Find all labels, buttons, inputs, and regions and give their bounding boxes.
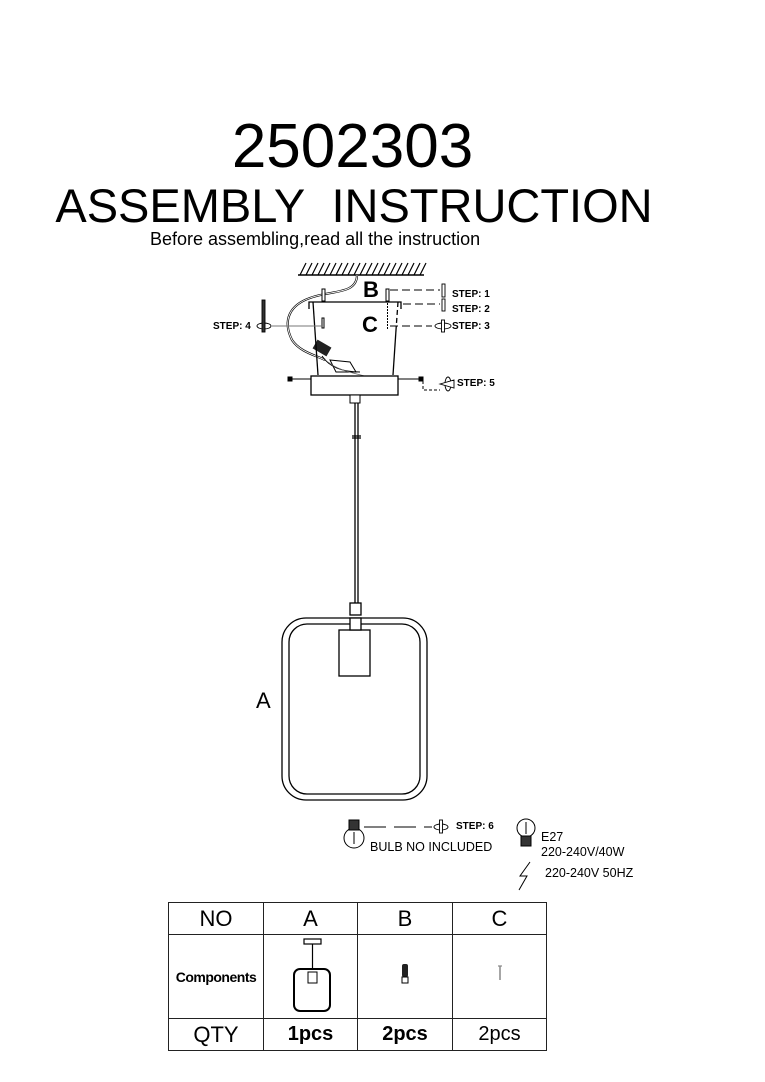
ceiling-hatch-icon	[298, 262, 427, 276]
header-cell: C	[452, 902, 547, 935]
qty-label: QTY	[168, 1018, 264, 1051]
qty-b: 2pcs	[357, 1018, 453, 1051]
hatch-stroke	[377, 262, 385, 276]
parts-table: NO A B C Components QTY	[168, 902, 547, 1051]
part-label-b: B	[363, 277, 379, 302]
hatch-stroke	[305, 262, 313, 276]
hatch-stroke	[299, 262, 307, 276]
hatch-stroke	[401, 262, 409, 276]
step-4-label: STEP: 4	[213, 321, 251, 332]
step-5-label: STEP: 5	[457, 378, 495, 389]
hatch-stroke	[353, 262, 361, 276]
hatch-stroke	[347, 262, 355, 276]
component-c-cell	[452, 934, 547, 1019]
table-header-row: NO A B C	[168, 902, 547, 935]
hatch-stroke	[413, 262, 421, 276]
step-3-label: STEP: 3	[452, 321, 490, 332]
page-title: ASSEMBLY INSTRUCTION	[55, 179, 653, 232]
mounting-bracket	[308, 301, 402, 376]
step-6-label: STEP: 6	[456, 821, 494, 832]
hatch-stroke	[371, 262, 379, 276]
table-row: QTY 1pcs 2pcs 2pcs	[168, 1018, 547, 1051]
hatch-stroke	[419, 262, 427, 276]
hatch-stroke	[389, 262, 397, 276]
step-2-label: STEP: 2	[452, 304, 490, 315]
pendant-lamp-icon	[292, 938, 331, 1012]
hatch-stroke	[407, 262, 415, 276]
step-1-label: STEP: 1	[452, 289, 490, 300]
bulb-icon	[343, 818, 536, 849]
header-cell: A	[263, 902, 358, 935]
components-label: Components	[168, 934, 264, 1019]
screw-icon	[321, 288, 390, 330]
hatch-stroke	[341, 262, 349, 276]
bulb-rating: 220-240V/40W	[541, 845, 625, 859]
qty-a: 1pcs	[263, 1018, 358, 1051]
header-cell: NO	[168, 902, 264, 935]
qty-c: 2pcs	[452, 1018, 547, 1051]
canopy	[310, 375, 399, 396]
anchor-icon	[401, 964, 409, 984]
hatch-stroke	[365, 262, 373, 276]
model-number: 2502303	[231, 112, 474, 181]
hatch-stroke	[395, 262, 403, 276]
header-cell: B	[357, 902, 453, 935]
lightning-icon	[518, 861, 531, 891]
hatch-stroke	[383, 262, 391, 276]
component-b-cell	[357, 934, 453, 1019]
part-label-a: A	[256, 688, 271, 713]
frame-shade	[281, 602, 428, 801]
bulb-note: BULB NO INCLUDED	[370, 840, 493, 854]
hatch-stroke	[335, 262, 343, 276]
component-a-cell	[263, 934, 358, 1019]
hatch-stroke	[329, 262, 337, 276]
power-spec: 220-240V 50HZ	[545, 866, 634, 880]
hatch-stroke	[323, 262, 331, 276]
bulb-socket: E27	[541, 830, 564, 844]
hatch-stroke	[311, 262, 319, 276]
anchor-icon	[256, 283, 455, 834]
part-label-c: C	[362, 312, 378, 337]
hatch-stroke	[359, 262, 367, 276]
table-row: Components	[168, 934, 547, 1019]
subtitle: Before assembling,read all the instructi…	[150, 229, 481, 249]
screw-icon	[497, 965, 502, 980]
hatch-stroke	[317, 262, 325, 276]
